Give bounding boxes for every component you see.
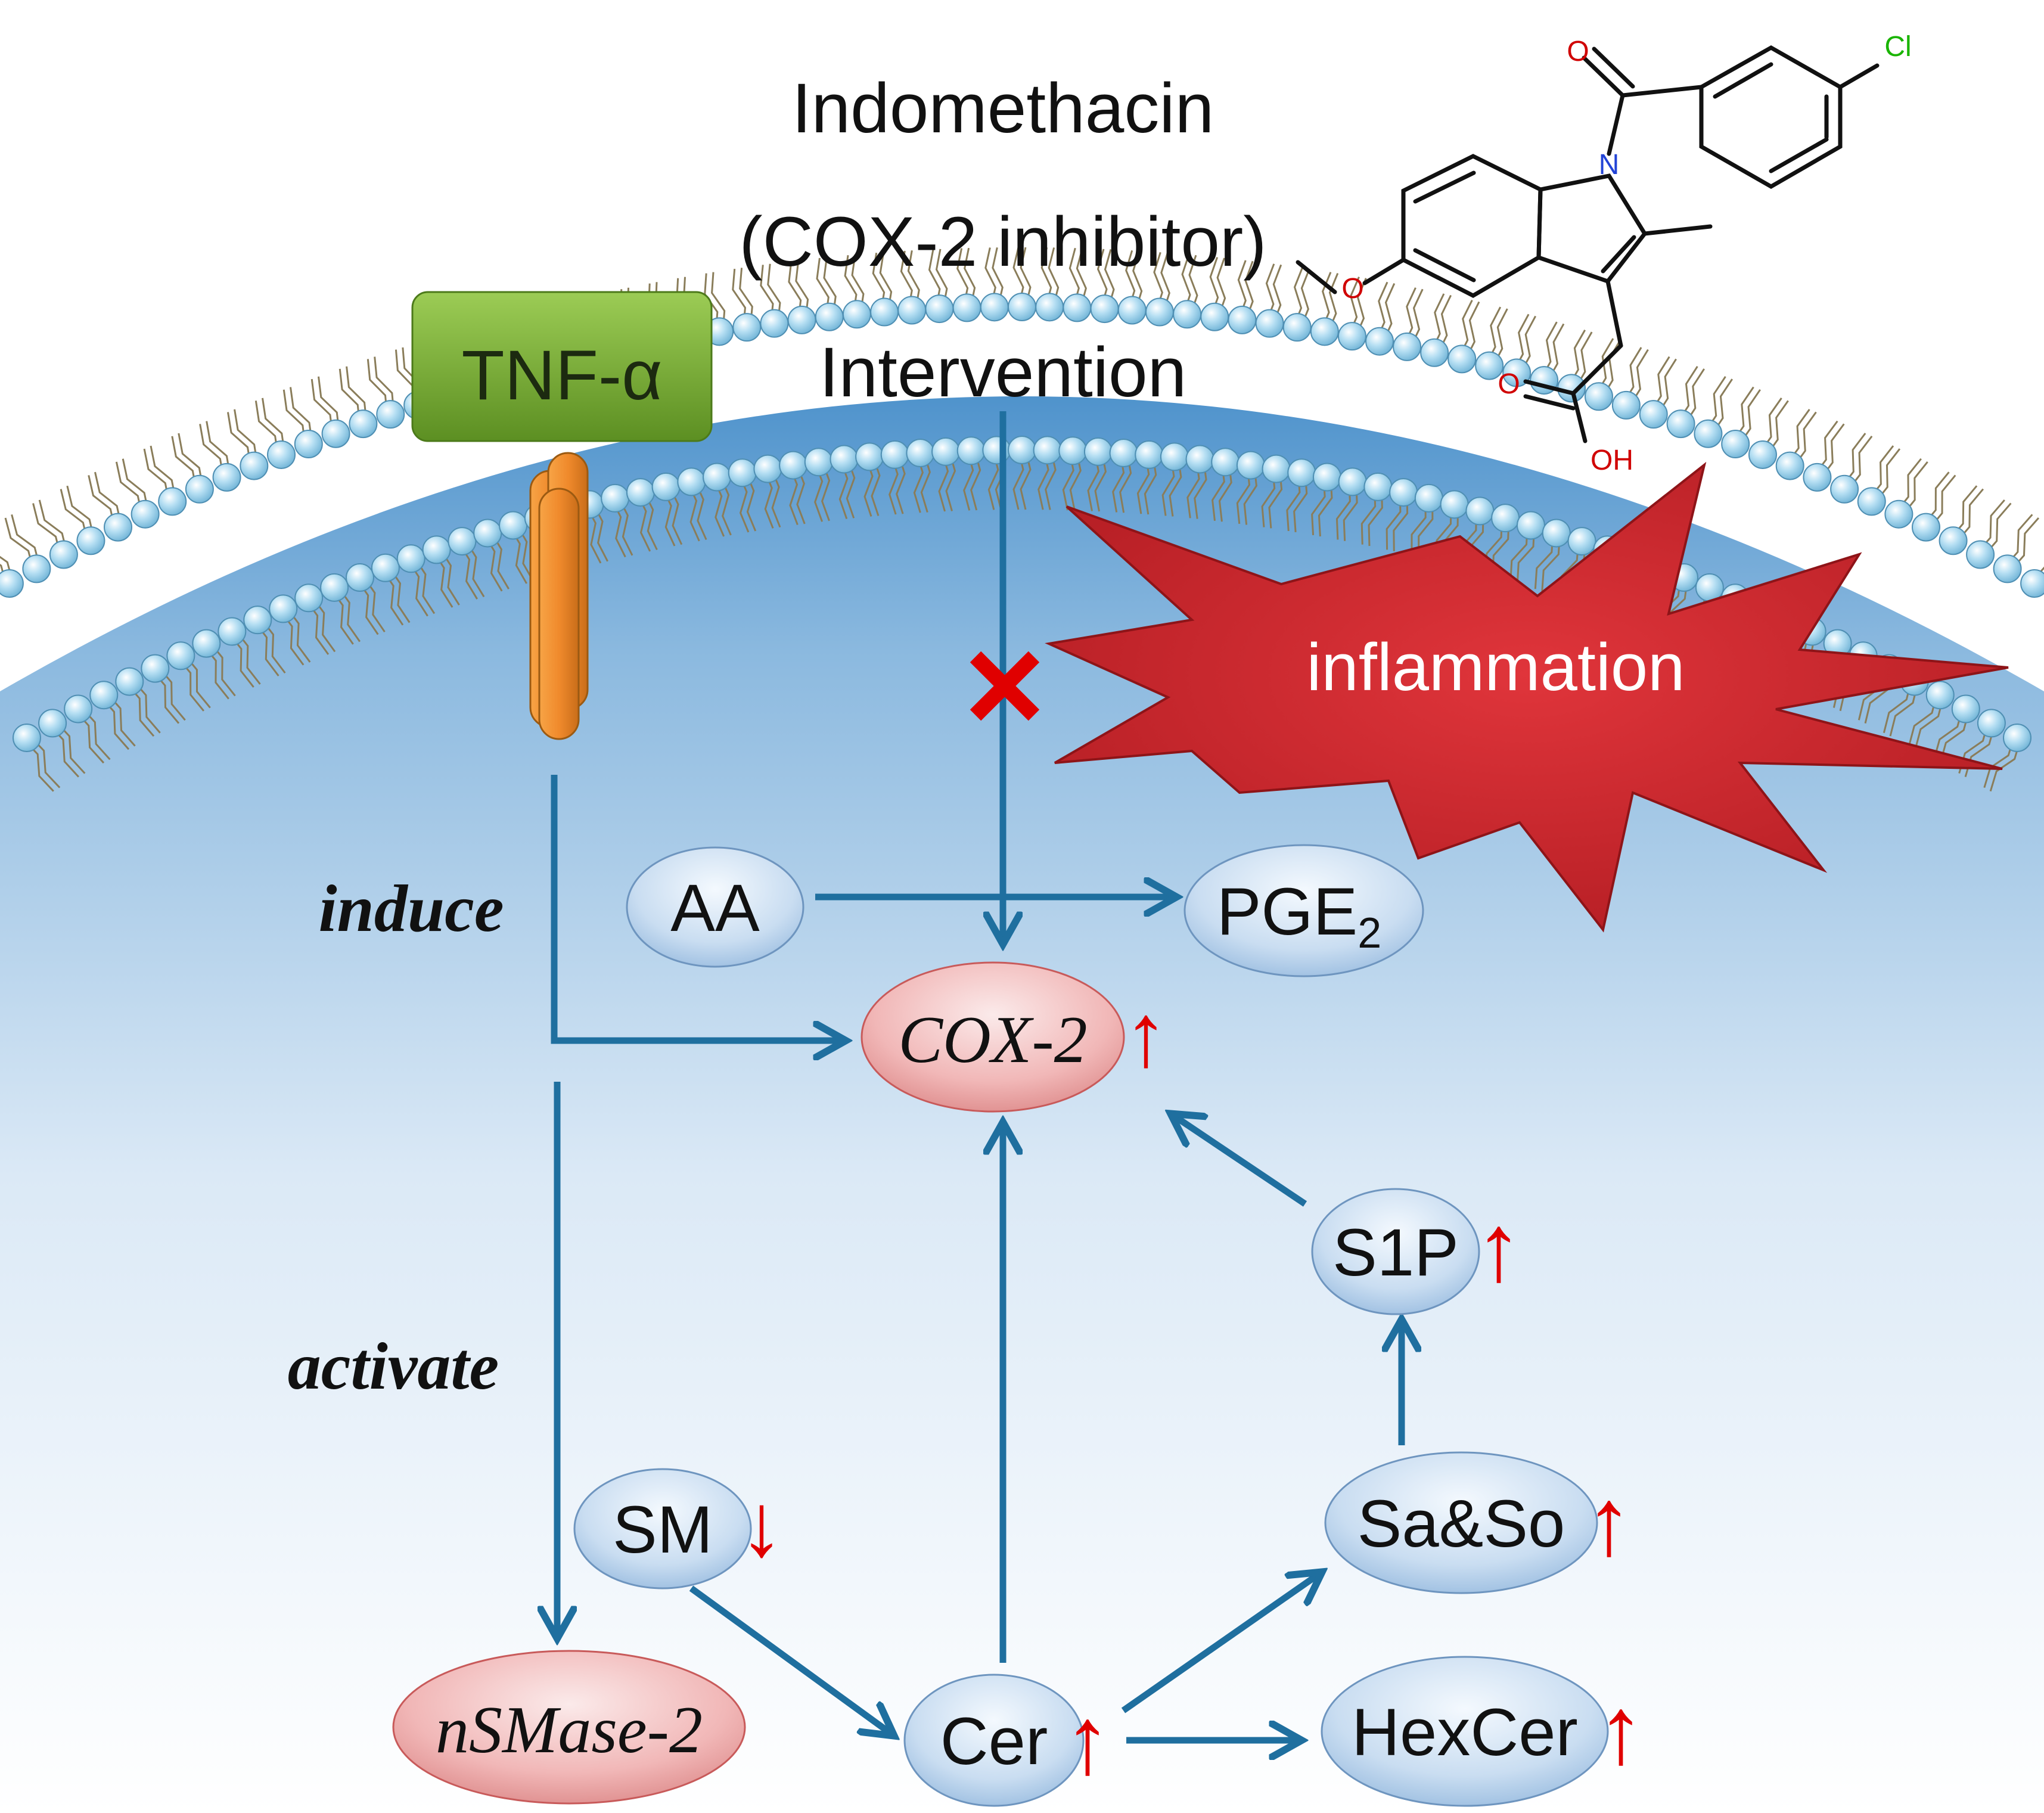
node-cer-label: Cer: [940, 1704, 1048, 1778]
atom-chlorine: Cl: [1884, 31, 1911, 63]
node-s1p-label: S1P: [1332, 1215, 1459, 1290]
arrow-s1p-to-cox2: [1173, 1115, 1307, 1207]
intervention-label: Intervention: [819, 333, 1187, 412]
activate-label: activate: [288, 1330, 499, 1404]
node-pge2-label: PGE2: [1217, 874, 1382, 957]
pathway-arrows: [554, 411, 1402, 1740]
node-aa-label: AA: [670, 871, 760, 945]
inhibition-cross-icon: [970, 651, 1040, 721]
node-sm-label: SM: [613, 1492, 713, 1567]
tnf-receptor: [529, 452, 589, 740]
sm-down-arrow-icon: ↓: [740, 1474, 784, 1575]
sa-so-up-arrow-icon: ↑: [1585, 1468, 1633, 1575]
s1p-up-arrow-icon: ↑: [1475, 1194, 1523, 1300]
induce-label: induce: [318, 872, 504, 946]
drug-role: (COX-2 inhibitor): [739, 203, 1266, 281]
node-cox2: COX-2 ↑: [861, 961, 1169, 1113]
node-pge2-subscript: 2: [1358, 909, 1381, 957]
node-cox2-label: COX-2: [898, 1003, 1087, 1077]
drug-name: Indomethacin: [792, 69, 1214, 148]
node-cer: Cer ↑: [903, 1674, 1111, 1807]
tnf-alpha-label: TNF-α: [462, 336, 663, 415]
arrow-sm-to-cer: [689, 1585, 892, 1734]
atom-oxygen-methoxy: O: [1341, 273, 1363, 305]
node-hexcer-label: HexCer: [1352, 1695, 1578, 1769]
tnf-alpha-box: TNF-α: [411, 291, 713, 442]
cer-up-arrow-icon: ↑: [1064, 1687, 1111, 1793]
inflammation-label: inflammation: [1307, 630, 1685, 704]
cox2-up-arrow-icon: ↑: [1124, 985, 1169, 1085]
inflammation-burst: inflammation: [1045, 461, 2009, 933]
atom-oxygen-carbonyl: O: [1567, 36, 1589, 67]
node-pge2-main: PGE: [1217, 874, 1358, 949]
node-s1p: S1P ↑: [1311, 1188, 1523, 1315]
node-sa-so: Sa&So ↑: [1324, 1451, 1633, 1594]
atom-hydroxyl: OH: [1591, 445, 1633, 476]
node-nsmase2-label: nSMase-2: [436, 1693, 703, 1767]
node-pge2: PGE2: [1183, 844, 1424, 977]
arrow-tnf-induce-cox2: [551, 775, 843, 1041]
node-sm: SM ↓: [573, 1468, 784, 1590]
indomethacin-structure: [1296, 45, 1880, 443]
node-nsmase2: nSMase-2: [392, 1650, 746, 1805]
node-hexcer: HexCer ↑: [1321, 1656, 1645, 1807]
arrow-cer-to-sa-so: [1121, 1573, 1320, 1713]
hexcer-up-arrow-icon: ↑: [1597, 1677, 1645, 1783]
node-aa: AA: [626, 846, 804, 968]
node-sa-so-label: Sa&So: [1358, 1486, 1565, 1561]
atom-nitrogen: N: [1599, 149, 1620, 181]
structure-atom-labels: O N Cl O O OH: [1341, 31, 1911, 476]
atom-oxygen-acid: O: [1498, 368, 1520, 400]
